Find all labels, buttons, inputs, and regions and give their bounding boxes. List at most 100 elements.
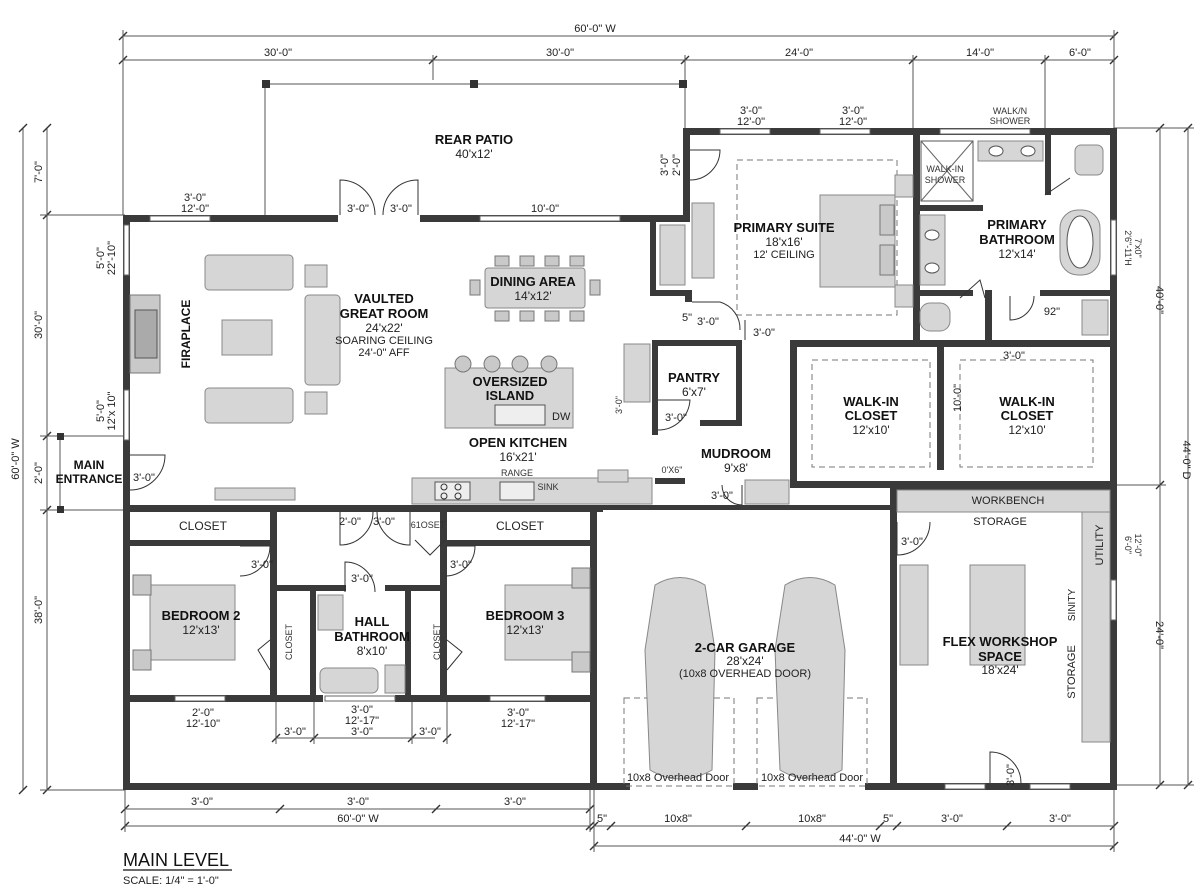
w-dining-top: 10'-0" [531,203,559,215]
d-hb: 3'-0" [351,573,373,585]
garage-note: (10x8 OVERHEAD DOOR) [679,668,811,680]
shower-label-1: WALK-IN [926,164,963,174]
island-side: 3'-0" [614,396,624,414]
primary-bath-size: 12'x14' [998,247,1035,261]
flex-sink: SINITY [1067,589,1078,622]
dim-overall-top: 60'-0" W [574,23,616,35]
dim-left-2: 30'-0" [33,311,45,339]
kitchen-name: OPEN KITCHEN [469,435,567,450]
title-scale: SCALE: 1/4" = 1'-0" [123,875,219,887]
d-patio-1: 3'-0" [347,203,369,215]
dim-inner-bottom-1: 3'-0" [284,726,306,738]
closet-b-name-1: WALK-IN [999,394,1055,409]
bedroom2-size: 12'x13' [182,623,219,637]
w-hb-b: 12'-17" [345,715,379,727]
flex-name-2: SPACE [978,649,1022,664]
primary-suite-note: 12' CEILING [753,249,814,261]
dim-right-2: 24'-0" [1153,621,1165,649]
dimension-lines [18,30,1194,852]
rear-patio-name: REAR PATIO [435,132,513,147]
w-bed2-b: 12'-10" [186,718,220,730]
shower-top-1: WALK/N [993,106,1027,116]
w-flex-side-b: 12'-0" [1133,534,1143,557]
dim-top-3: 24'-0" [785,47,813,59]
w-ps-2a: 3'-0" [842,105,864,117]
bedroom3-name: BEDROOM 3 [486,608,565,623]
dim-left-overall: 60'-0" W [10,438,22,480]
rear-patio: REAR PATIO 40'x12' [262,80,687,215]
entrance-name-2: ENTRANCE [56,472,123,486]
great-room-size: 24'x22' [365,321,402,335]
closet-a-size: 12'x10' [852,423,889,437]
dim-inner-bottom-2: 3'-0" [351,726,373,738]
dim-top-2: 30'-0" [546,47,574,59]
hall-bath-size: 8'x10' [357,644,388,658]
shower-label-2: SHOWER [925,175,966,185]
w-flex-side-a: 6'-0" [1123,536,1133,554]
dim-left-1: 7'-0" [33,161,45,183]
primary-suite-name: PRIMARY SUITE [733,220,834,235]
island-dw: DW [552,411,571,423]
island-name-1: OVERSIZED [472,374,547,389]
d-ps: 3'-0" [753,327,775,339]
flex-workbench: WORKBENCH [972,495,1045,507]
mudroom-name: MUDROOM [701,446,771,461]
dim-inner-bottom-3: 3'-0" [419,726,441,738]
dim-top-4: 14'-0" [966,47,994,59]
dim-bottom-right-2: 10x8" [664,813,692,825]
shower-top-2: SHOWER [990,116,1031,126]
w-left-2b: 12'x 10" [106,391,118,430]
flex-storage-top: STORAGE [973,516,1027,528]
d-bed2: 3'-0" [251,559,273,571]
rear-patio-size: 40'x12' [455,147,492,161]
d-bath-92: 92" [1044,306,1060,318]
kitchen-sink: SINK [537,482,558,492]
w-bed3-a: 3'-0" [507,707,529,719]
w-bath-side-a: 2'6"-11'H [1123,230,1133,265]
w-left-1a: 5'-0" [95,247,107,269]
w-ps-1b: 12'-0" [737,116,765,128]
w-hb-a: 3'-0" [351,704,373,716]
primary-suite-size: 18'x16' [765,235,802,249]
mudroom-size: 9'x8' [724,461,748,475]
w-bath-side-b: 7'x0" [1133,238,1143,257]
great-room-name-2: GREAT ROOM [340,306,429,321]
garage-size: 28'x24' [726,654,763,668]
dimension-labels: 60'-0" W 30'-0" 30'-0" 24'-0" 14'-0" 6'-… [10,23,1192,845]
closet-vertical-2: CLOSET [432,623,442,660]
w-ps-2b: 12'-0" [839,116,867,128]
dim-bottom-left-1: 3'-0" [191,796,213,808]
d-flex: 3'-0" [901,536,923,548]
d-mud-1: 0'X6" [662,465,683,475]
closet-a-name-2: CLOSET [845,408,898,423]
dim-bottom-right-1: 5" [597,813,607,825]
windows [123,128,1117,790]
w-bed3-b: 12'-17" [501,718,535,730]
w-ps-1a: 3'-0" [740,105,762,117]
primary-bath-name-1: PRIMARY [987,217,1047,232]
furniture [129,140,1111,787]
dim-right-overall: 44'-0" D [1180,440,1192,479]
closet-vertical-1: CLOSET [284,623,294,660]
walls [123,128,1117,790]
flex-utility: UTILITY [1094,524,1106,566]
bedroom3-size: 12'x13' [506,623,543,637]
d-ps-side-2: 2'-0" [671,154,683,176]
dim-left-4: 38'-0" [33,596,45,624]
dim-bottom-right-4: 5" [883,813,893,825]
great-room-note-1: SOARING CEILING [335,335,433,347]
dining-name: DINING AREA [490,274,576,289]
w-left-1b: 22'-10" [106,241,118,275]
d-closet-split: 10'-0" [952,384,964,412]
w-great-top-1: 3'-0" [184,192,206,204]
pantry-name: PANTRY [668,370,720,385]
entry-porch: MAIN ENTRANCE [56,433,127,513]
dim-bottom-right-3: 10x8" [798,813,826,825]
d-patio-2: 3'-0" [390,203,412,215]
dim-top-1: 30'-0" [264,47,292,59]
d-ps-side-1: 3'-0" [659,154,671,176]
great-room-note-2: 24'-0" AFF [358,347,410,359]
garage-name: 2-CAR GARAGE [695,640,796,655]
flex-storage-side: STORAGE [1066,645,1078,699]
